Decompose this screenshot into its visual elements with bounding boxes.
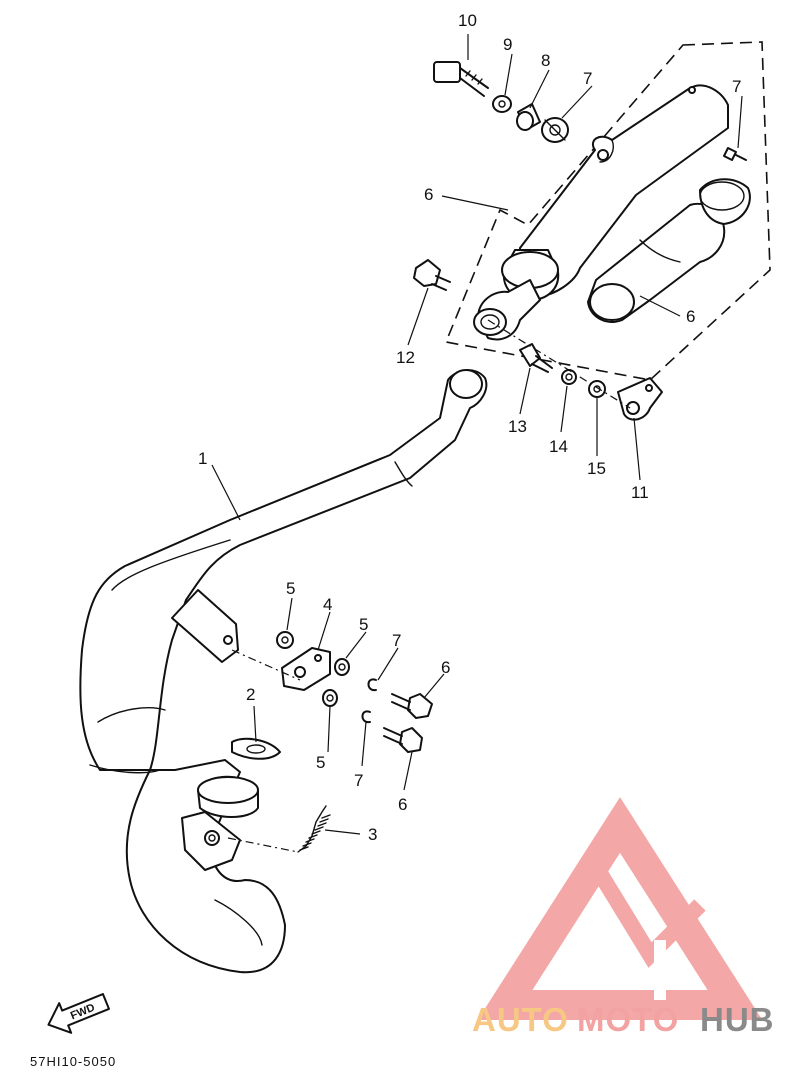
callout-3: 3 bbox=[368, 825, 377, 844]
assembly-boundary bbox=[444, 41, 771, 381]
muffler-body bbox=[473, 84, 729, 341]
fwd-arrow: FWD bbox=[47, 993, 110, 1034]
watermark-moto: MOTO bbox=[577, 1001, 679, 1038]
callout-12: 8 bbox=[541, 51, 550, 70]
watermark-text: AUTO MOTO HUB bbox=[472, 1001, 775, 1038]
callout-19: 15 bbox=[587, 459, 606, 478]
washer-5c bbox=[322, 689, 338, 707]
callout-18: 14 bbox=[549, 437, 568, 456]
centerline-bracket bbox=[231, 649, 301, 681]
callout-6-top: 6 bbox=[441, 658, 450, 677]
watermark-logo bbox=[477, 797, 763, 1020]
callout-5-top: 5 bbox=[286, 579, 295, 598]
callout-14: 10 bbox=[458, 11, 477, 30]
callout-5-bottom: 5 bbox=[316, 753, 325, 772]
bolt-16 bbox=[413, 259, 451, 291]
bolt-6b bbox=[383, 727, 423, 753]
callout-7-top: 7 bbox=[392, 631, 401, 650]
washer-5b bbox=[334, 658, 350, 676]
callout-5-right: 5 bbox=[359, 615, 368, 634]
grommet-11 bbox=[541, 117, 569, 143]
bracket-4 bbox=[281, 647, 331, 691]
lock-washer-7a bbox=[367, 678, 377, 692]
drawing-code: 57HI10-5050 bbox=[30, 1054, 116, 1069]
washer-13 bbox=[492, 95, 512, 113]
centerline-muffler bbox=[487, 319, 631, 409]
lock-washer-7b bbox=[361, 710, 371, 724]
rivet-10 bbox=[723, 147, 747, 161]
callout-6-bottom: 6 bbox=[398, 795, 407, 814]
callout-10: 7 bbox=[732, 77, 741, 96]
gasket-2 bbox=[231, 737, 281, 760]
pipe-bracket bbox=[171, 589, 239, 663]
bracket-15 bbox=[617, 377, 663, 421]
lock-washer-18 bbox=[561, 369, 577, 385]
bolt-14 bbox=[433, 61, 489, 97]
bolt-6a bbox=[391, 693, 433, 719]
callout-15: 11 bbox=[631, 483, 649, 502]
callout-1: 1 bbox=[198, 449, 207, 468]
callout-16: 12 bbox=[396, 348, 415, 367]
manifold-joint bbox=[181, 775, 259, 871]
leader-lines bbox=[211, 34, 743, 835]
callout-2: 2 bbox=[246, 685, 255, 704]
callout-9: 6 bbox=[686, 307, 695, 326]
centerline-spring bbox=[227, 837, 299, 853]
collar-12 bbox=[516, 103, 541, 131]
watermark-auto: AUTO bbox=[472, 1001, 569, 1038]
washer-5a bbox=[276, 631, 294, 649]
callout-17: 13 bbox=[508, 417, 527, 436]
callout-8: 6 bbox=[424, 185, 433, 204]
bolt-17 bbox=[519, 343, 553, 373]
callout-13: 9 bbox=[503, 35, 512, 54]
spring-3 bbox=[297, 805, 331, 853]
watermark-hub: HUB bbox=[700, 1001, 775, 1038]
silencer-core bbox=[587, 178, 751, 323]
callout-4: 4 bbox=[323, 595, 332, 614]
callout-7-bottom: 7 bbox=[354, 771, 363, 790]
callout-11: 7 bbox=[583, 69, 592, 88]
